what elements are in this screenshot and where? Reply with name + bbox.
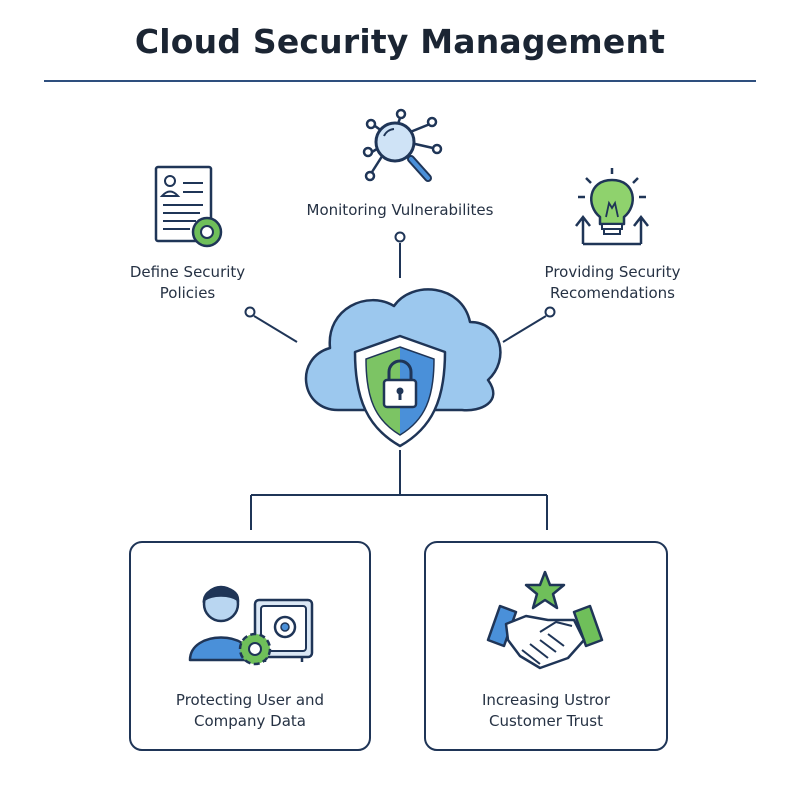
card-label-protect: Protecting User and Company Data bbox=[130, 690, 370, 732]
node-label-line: Providing Security bbox=[544, 263, 681, 281]
node-label-line: Define Security bbox=[129, 263, 246, 281]
node-label-monitoring: Monitoring Vulnerabilites bbox=[250, 200, 550, 221]
policy-document-icon bbox=[154, 165, 223, 248]
node-label-line: Recomendations bbox=[549, 284, 675, 302]
card-label-line: Customer Trust bbox=[489, 712, 603, 730]
lightbulb-icon bbox=[575, 168, 649, 246]
node-label-define: Define Security Policies bbox=[95, 262, 280, 304]
node-label-provide: Providing Security Recomendations bbox=[515, 262, 710, 304]
card-label-line: Company Data bbox=[194, 712, 306, 730]
card-label-line: Protecting User and bbox=[175, 691, 325, 709]
gear-icon bbox=[238, 632, 272, 666]
connector-dot-define bbox=[244, 306, 256, 318]
connector-provide bbox=[502, 315, 547, 343]
shield-lock-icon bbox=[353, 334, 447, 448]
connector-define bbox=[253, 315, 298, 343]
node-label-line: Policies bbox=[159, 284, 216, 302]
top-connectors bbox=[244, 231, 556, 343]
connector-dot-provide bbox=[544, 306, 556, 318]
card-label-trust: Increasing Ustror Customer Trust bbox=[425, 690, 667, 732]
connector-dot-monitoring bbox=[394, 231, 406, 243]
bottom-connectors bbox=[250, 450, 548, 530]
handshake-star-icon bbox=[486, 570, 604, 670]
user-safe-gear-icon bbox=[188, 585, 314, 666]
page-title: Cloud Security Management bbox=[134, 22, 666, 61]
node-label-line: Monitoring Vulnerabilites bbox=[306, 201, 494, 219]
card-label-line: Increasing Ustror bbox=[481, 691, 611, 709]
magnifier-network-icon bbox=[362, 108, 443, 182]
